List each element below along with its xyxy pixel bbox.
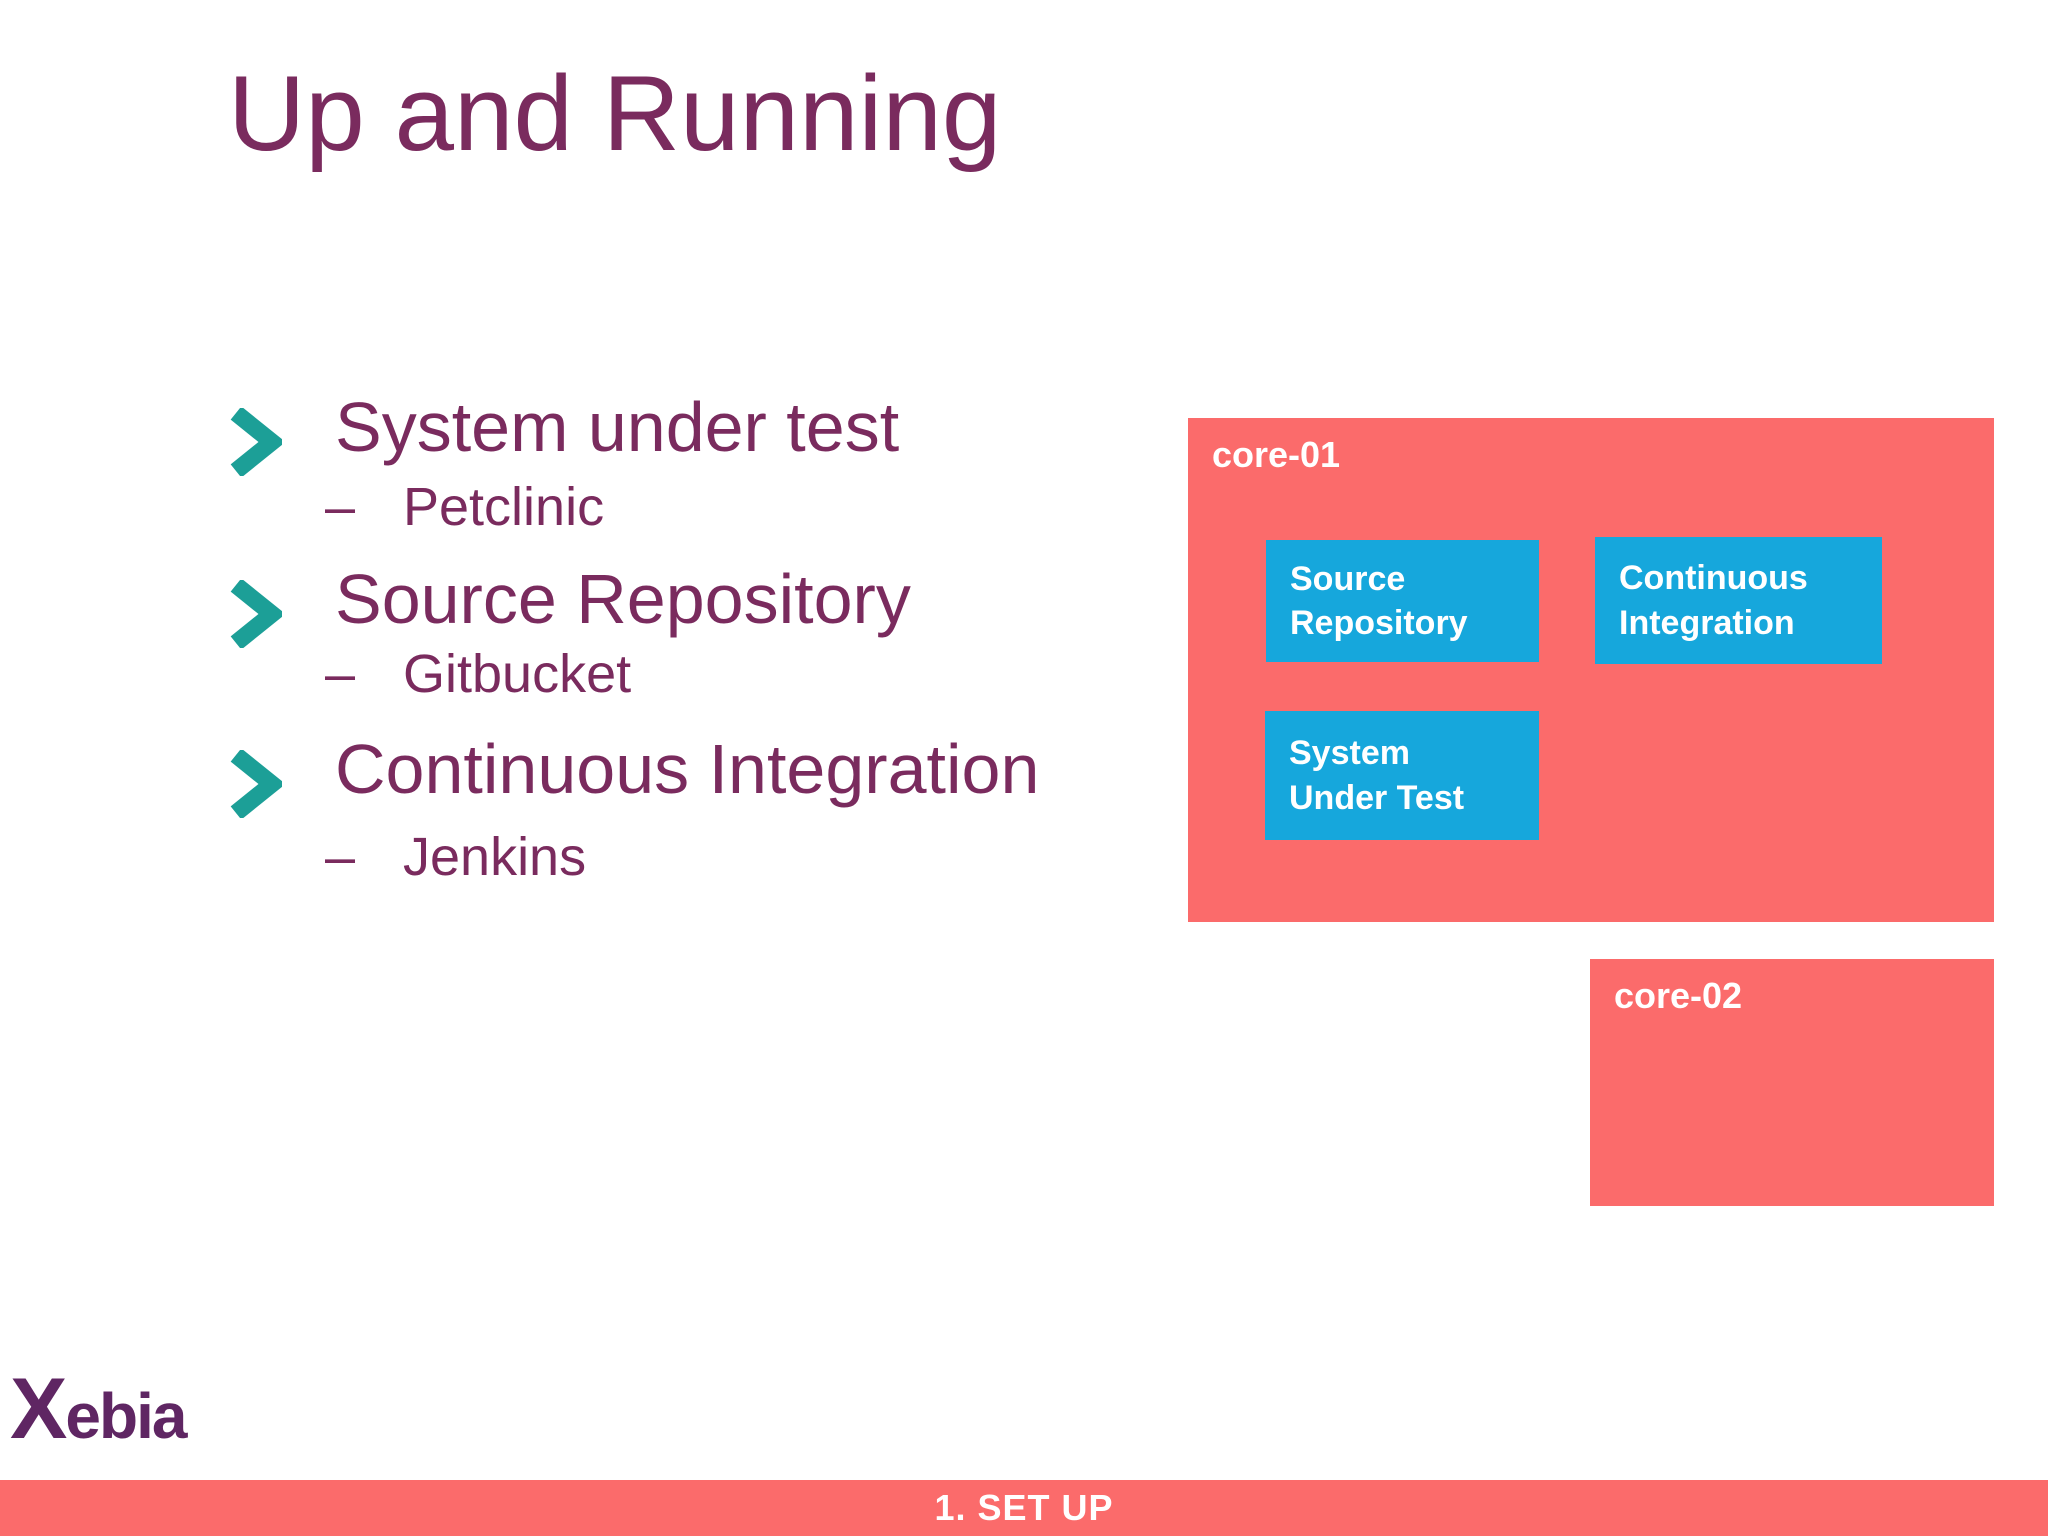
footer-section-label: 1. SET UP xyxy=(934,1487,1114,1528)
sub-bullet-jenkins: –Jenkins xyxy=(325,830,586,884)
dash-bullet: – xyxy=(325,477,356,537)
node-line: Continuous xyxy=(1619,559,1808,598)
core-01-host-box: core-01 Source Repository Continuous Int… xyxy=(1188,418,1994,922)
xebia-logo-x: X xyxy=(10,1361,67,1457)
bullet-item-system-under-test: System under test xyxy=(228,392,899,476)
sub-bullet-label: Gitbucket xyxy=(403,644,632,704)
bullet-label: Source Repository xyxy=(335,560,911,638)
footer-section-bar: 1. SET UP xyxy=(0,1480,2048,1536)
bullet-item-continuous-integration: Continuous Integration xyxy=(228,734,1039,818)
node-system-under-test: System Under Test xyxy=(1265,711,1539,840)
node-line: Repository xyxy=(1290,604,1468,642)
node-source-repository: Source Repository xyxy=(1266,540,1539,662)
bullet-label: Continuous Integration xyxy=(335,730,1040,808)
sub-bullet-label: Petclinic xyxy=(403,477,605,537)
sub-bullet-gitbucket: –Gitbucket xyxy=(325,647,631,701)
core-01-label: core-01 xyxy=(1212,434,1341,475)
node-line: Source xyxy=(1290,559,1406,598)
sub-bullet-label: Jenkins xyxy=(403,827,587,887)
core-02-label: core-02 xyxy=(1614,975,1743,1016)
bullet-label: System under test xyxy=(335,388,900,466)
dash-bullet: – xyxy=(325,644,356,704)
core-02-host-box: core-02 xyxy=(1590,959,1994,1206)
dash-bullet: – xyxy=(325,827,356,887)
slide-title: Up and Running xyxy=(228,53,1002,173)
chevron-right-icon xyxy=(230,408,282,476)
node-line: Under Test xyxy=(1289,778,1465,817)
chevron-right-icon xyxy=(230,580,282,648)
xebia-logo-rest: ebia xyxy=(65,1380,187,1452)
node-continuous-integration: Continuous Integration xyxy=(1595,537,1882,664)
chevron-right-icon xyxy=(230,750,282,818)
node-line: System xyxy=(1289,734,1410,773)
sub-bullet-petclinic: –Petclinic xyxy=(325,480,604,534)
node-line: Integration xyxy=(1619,603,1795,642)
bullet-item-source-repository: Source Repository xyxy=(228,564,911,648)
